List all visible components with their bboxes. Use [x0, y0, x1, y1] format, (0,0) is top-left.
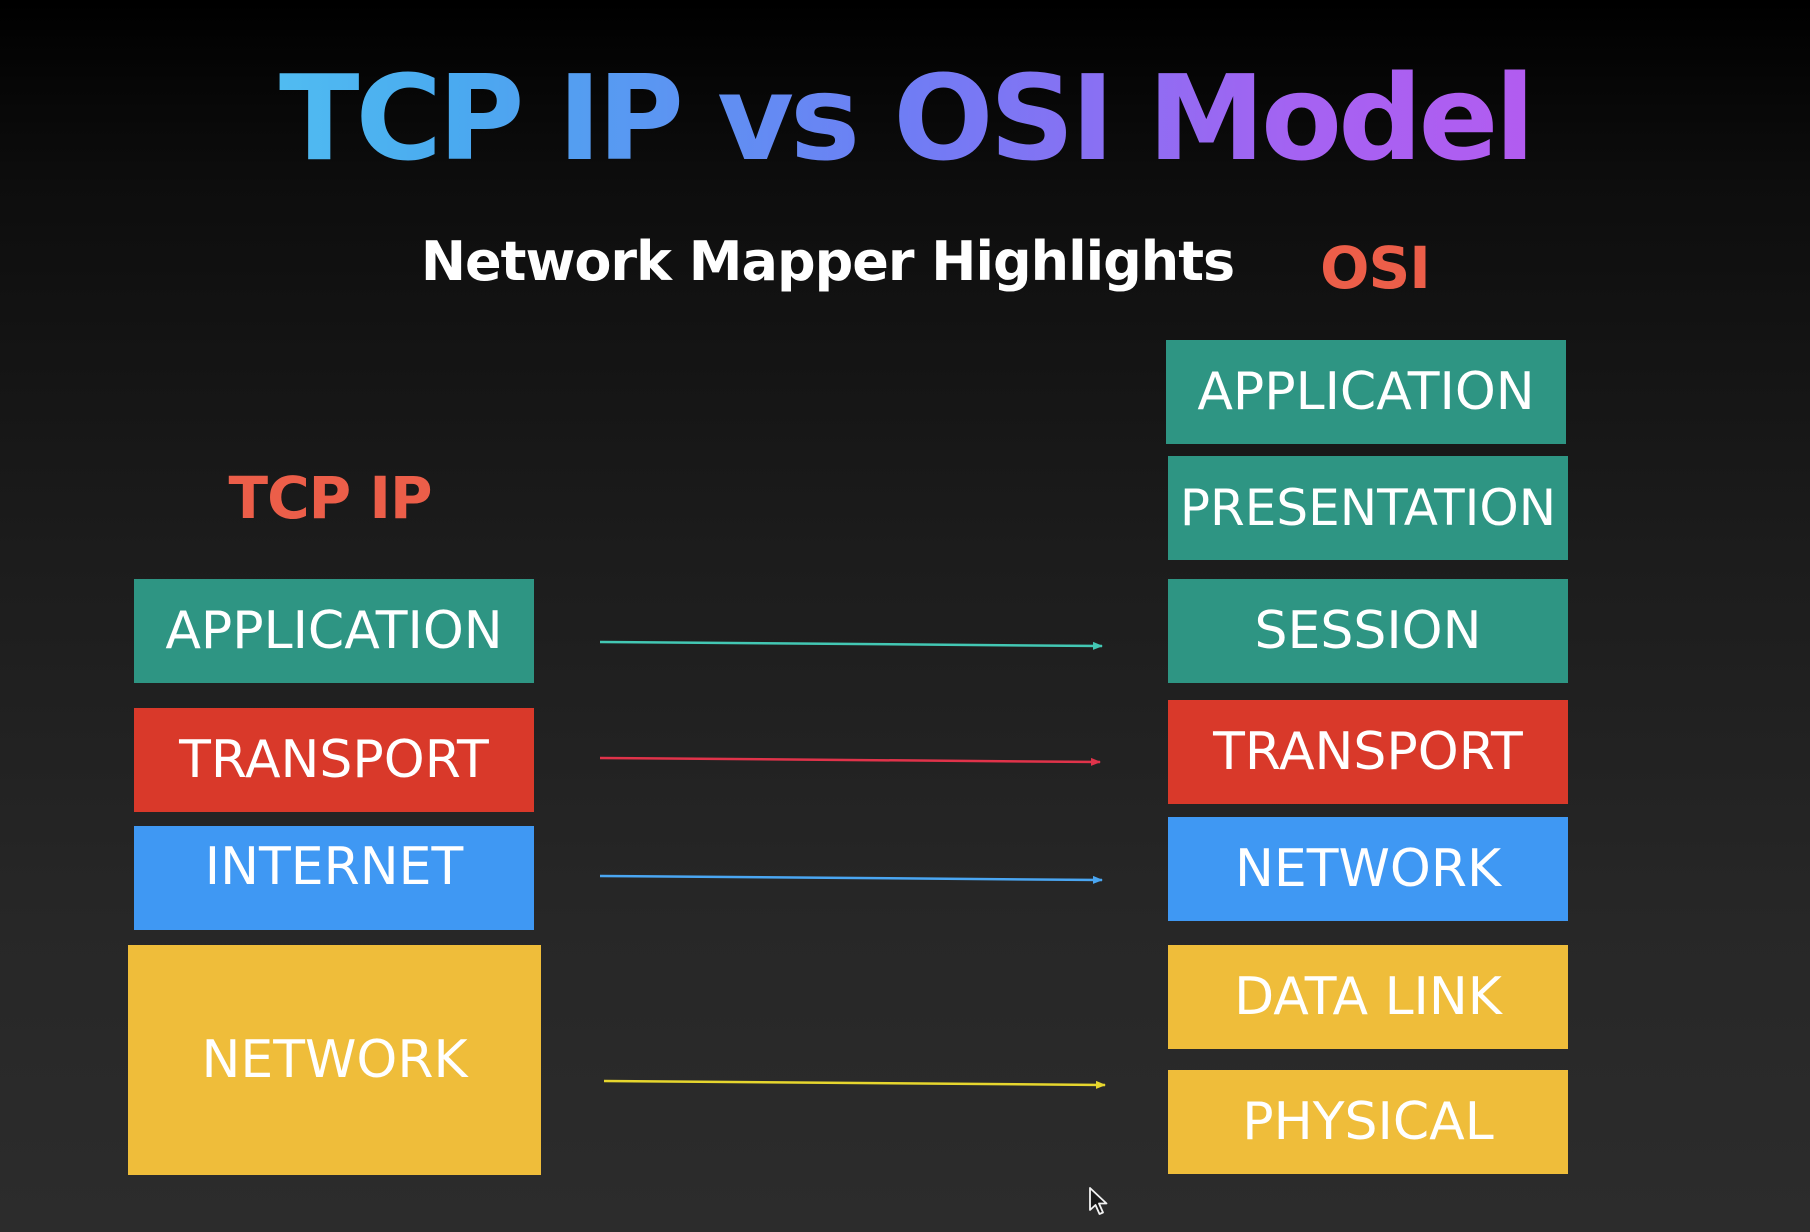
osi-layer-presentation: PRESENTATION: [1168, 456, 1568, 560]
mouse-cursor-icon: [1089, 1187, 1108, 1215]
subtitle: Network Mapper Highlights: [420, 230, 1235, 293]
osi-layer-session: SESSION: [1168, 579, 1568, 683]
osi-heading: OSI: [1320, 234, 1431, 302]
tcpip-layer-transport: TRANSPORT: [134, 708, 534, 812]
osi-layer-data-link: DATA LINK: [1168, 945, 1568, 1049]
osi-layer-physical: PHYSICAL: [1168, 1070, 1568, 1174]
tcpip-heading: TCP IP: [228, 464, 433, 532]
tcpip-layer-internet: INTERNET: [134, 826, 534, 930]
arrow-internet-to-network: [599, 874, 1103, 884]
arrow-transport-to-transport: [599, 756, 1101, 766]
tcpip-layer-network: NETWORK: [128, 945, 541, 1175]
arrow-application-to-session: [599, 640, 1103, 650]
osi-layer-network: NETWORK: [1168, 817, 1568, 921]
tcpip-layer-application: APPLICATION: [134, 579, 534, 683]
osi-layer-transport: TRANSPORT: [1168, 700, 1568, 804]
osi-layer-application: APPLICATION: [1166, 340, 1566, 444]
arrow-network-to-physical: [603, 1079, 1106, 1089]
main-title: TCP IP vs OSI Model: [0, 38, 1810, 198]
